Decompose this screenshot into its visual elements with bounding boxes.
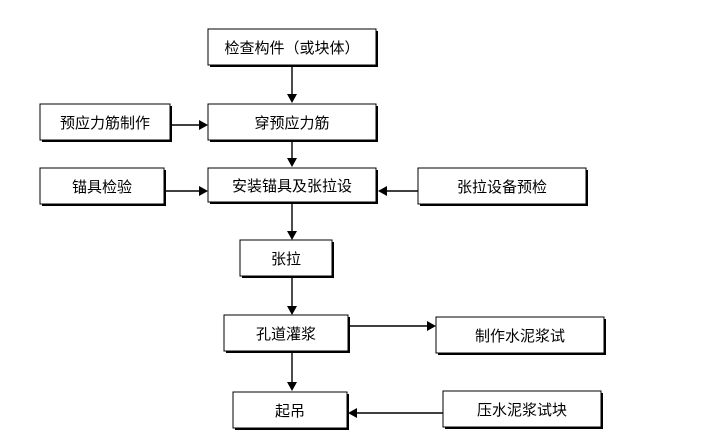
- node-label: 张拉设备预检: [457, 178, 547, 196]
- arrowhead: [427, 321, 436, 331]
- node-label: 张拉: [271, 250, 301, 268]
- arrowhead: [287, 306, 297, 315]
- arrowhead: [287, 94, 297, 103]
- node-prestress-bar-make: 预应力筋制作: [39, 103, 172, 142]
- node-label: 预应力筋制作: [60, 114, 150, 132]
- arrowhead: [199, 120, 208, 130]
- arrowhead: [287, 231, 297, 240]
- node-label: 安装锚具及张拉设: [232, 177, 352, 195]
- node-grouting: 孔道灌浆: [223, 314, 350, 353]
- node-anchor-check: 锚具检验: [39, 167, 166, 206]
- arrowhead: [287, 382, 297, 391]
- node-label: 制作水泥浆试: [475, 327, 565, 345]
- node-make-test-block: 制作水泥浆试: [435, 316, 606, 355]
- node-label: 穿预应力筋: [254, 114, 329, 132]
- arrowhead: [199, 186, 208, 196]
- node-install-anchor: 安装锚具及张拉设: [207, 167, 378, 204]
- arrowhead: [378, 186, 387, 196]
- node-press-test-block: 压水泥浆试块: [442, 390, 603, 429]
- node-tension: 张拉: [239, 239, 334, 278]
- node-check-member: 检查构件（或块体）: [207, 28, 378, 67]
- arrowhead: [287, 158, 297, 167]
- node-label: 孔道灌浆: [256, 325, 316, 343]
- node-equipment-precheck: 张拉设备预检: [417, 167, 588, 206]
- node-lift: 起吊: [232, 391, 349, 430]
- node-label: 起吊: [275, 402, 305, 420]
- node-label: 压水泥浆试块: [477, 401, 567, 419]
- node-label: 锚具检验: [72, 178, 132, 196]
- node-label: 检查构件（或块体）: [224, 39, 359, 57]
- node-thread-bar: 穿预应力筋: [207, 103, 378, 142]
- flow-edges: [165, 66, 443, 418]
- arrowhead: [348, 408, 357, 418]
